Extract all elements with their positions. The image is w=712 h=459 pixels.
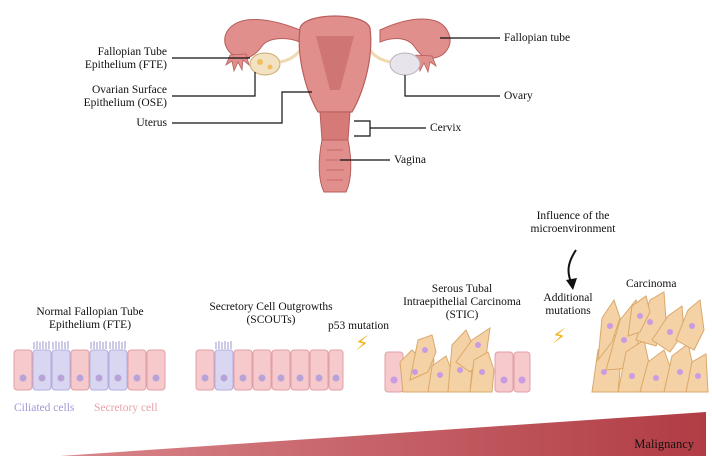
scouts-epithelium xyxy=(196,341,343,390)
left-fimbriae xyxy=(226,54,249,71)
label-cervix: Cervix xyxy=(430,122,461,135)
label-ovary: Ovary xyxy=(504,90,533,103)
label-micro-line2: microenvironment xyxy=(518,223,628,236)
label-fte-line2: Epithelium (FTE) xyxy=(85,59,167,72)
label-uterus: Uterus xyxy=(136,117,167,130)
label-fte: Fallopian Tube Epithelium (FTE) xyxy=(85,46,167,72)
right-fallopian-tube xyxy=(380,19,450,58)
label-stic-line1: Serous Tubal xyxy=(384,283,540,296)
right-ovary xyxy=(390,53,420,75)
lightning-bolt-icon: ⚡ xyxy=(355,333,369,353)
label-micro-line1: Influence of the xyxy=(518,210,628,223)
label-malignancy: Malignancy xyxy=(634,437,694,452)
label-additional-line2: mutations xyxy=(528,305,608,318)
label-stic: Serous Tubal Intraepithelial Carcinoma (… xyxy=(384,283,540,322)
label-normal-line2: Epithelium (FTE) xyxy=(10,319,170,332)
label-normal-line1: Normal Fallopian Tube xyxy=(10,306,170,319)
label-ose-line1: Ovarian Surface xyxy=(84,84,167,97)
label-normal-fte: Normal Fallopian Tube Epithelium (FTE) xyxy=(10,306,170,332)
cervix-shape xyxy=(320,112,350,140)
label-ose-line2: Epithelium (OSE) xyxy=(84,97,167,110)
left-fallopian-tube xyxy=(225,19,300,58)
legend-secretory-cell: Secretory cell xyxy=(94,402,158,415)
legend-ciliated-cells: Ciliated cells xyxy=(14,402,74,415)
label-stic-line3: (STIC) xyxy=(384,309,540,322)
left-ovary xyxy=(250,53,280,75)
label-carcinoma: Carcinoma xyxy=(626,278,676,291)
label-additional-line1: Additional xyxy=(528,292,608,305)
label-fte-line1: Fallopian Tube xyxy=(85,46,167,59)
malignancy-wedge xyxy=(60,412,706,456)
label-ose: Ovarian Surface Epithelium (OSE) xyxy=(84,84,167,110)
vagina-shape xyxy=(319,140,351,192)
label-scouts-line1: Secretory Cell Outgrowths xyxy=(186,301,356,314)
label-microenvironment: Influence of the microenvironment xyxy=(518,210,628,236)
label-stic-line2: Intraepithelial Carcinoma xyxy=(384,296,540,309)
stic-epithelium xyxy=(385,328,530,392)
label-vagina: Vagina xyxy=(394,154,426,167)
lightning-bolt-icon: ⚡ xyxy=(552,326,566,346)
label-fallopian-tube: Fallopian tube xyxy=(504,32,570,45)
normal-epithelium xyxy=(14,341,165,390)
carcinoma-cluster xyxy=(592,292,708,392)
label-additional-mutations: Additional mutations xyxy=(528,292,608,318)
